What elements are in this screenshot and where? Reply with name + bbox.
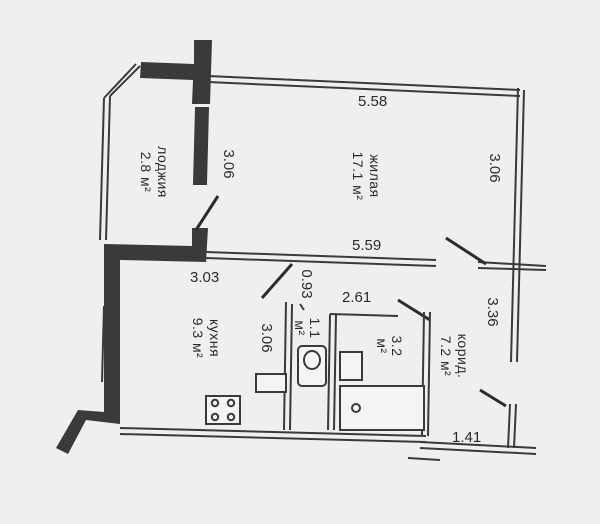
dim-corridor-bottom: 1.41 bbox=[452, 429, 481, 446]
dim-toilet-width: 0.93 bbox=[298, 269, 315, 298]
loggia-area: 2.8 м² bbox=[138, 152, 154, 193]
kitchen-sink-icon bbox=[255, 373, 287, 393]
corridor-name: корид. bbox=[455, 334, 471, 379]
loggia-label: лоджия 2.8 м² bbox=[138, 146, 171, 198]
kitchen-area: 9.3 м² bbox=[190, 318, 206, 359]
dim-kitchen-side: 3.06 bbox=[258, 323, 275, 352]
dim-living-top: 5.58 bbox=[358, 93, 387, 110]
toilet-label: 1.1 м² bbox=[292, 318, 323, 339]
living-room-area: 17.1 м² bbox=[350, 152, 366, 201]
dim-loggia-side: 3.06 bbox=[220, 149, 237, 178]
kitchen-label: кухня 9.3 м² bbox=[190, 318, 223, 359]
living-room-name: жилая bbox=[367, 154, 383, 197]
dim-corridor-side: 3.36 bbox=[484, 297, 501, 326]
corridor-area: 7.2 м² bbox=[438, 336, 454, 377]
bearing-walls bbox=[56, 40, 212, 454]
bathroom-area-unit: м² bbox=[374, 338, 390, 353]
sink-icon bbox=[339, 351, 363, 381]
dim-bath-width: 2.61 bbox=[342, 289, 371, 306]
living-room-label: жилая 17.1 м² bbox=[350, 152, 383, 201]
dim-living-bottom: 5.59 bbox=[352, 237, 381, 254]
bathroom-partitions bbox=[283, 301, 431, 437]
dim-kitchen-top: 3.03 bbox=[190, 269, 219, 286]
dim-living-side: 3.06 bbox=[486, 153, 503, 182]
thin-walls bbox=[99, 63, 547, 461]
toilet-area-unit: м² bbox=[292, 320, 308, 335]
stove-icon bbox=[205, 395, 241, 425]
bathroom-area-number: 3.2 bbox=[389, 336, 405, 357]
corridor-label: корид. 7.2 м² bbox=[438, 334, 471, 379]
fixtures bbox=[205, 345, 425, 431]
kitchen-name: кухня bbox=[207, 319, 223, 357]
loggia-name: лоджия bbox=[155, 146, 171, 198]
toilet-area-number: 1.1 bbox=[307, 318, 323, 339]
bathroom-label: 3.2 м² bbox=[374, 336, 405, 357]
dimension-labels: 5.58 5.59 3.03 2.61 1.41 3.06 3.06 3.06 … bbox=[190, 93, 503, 446]
